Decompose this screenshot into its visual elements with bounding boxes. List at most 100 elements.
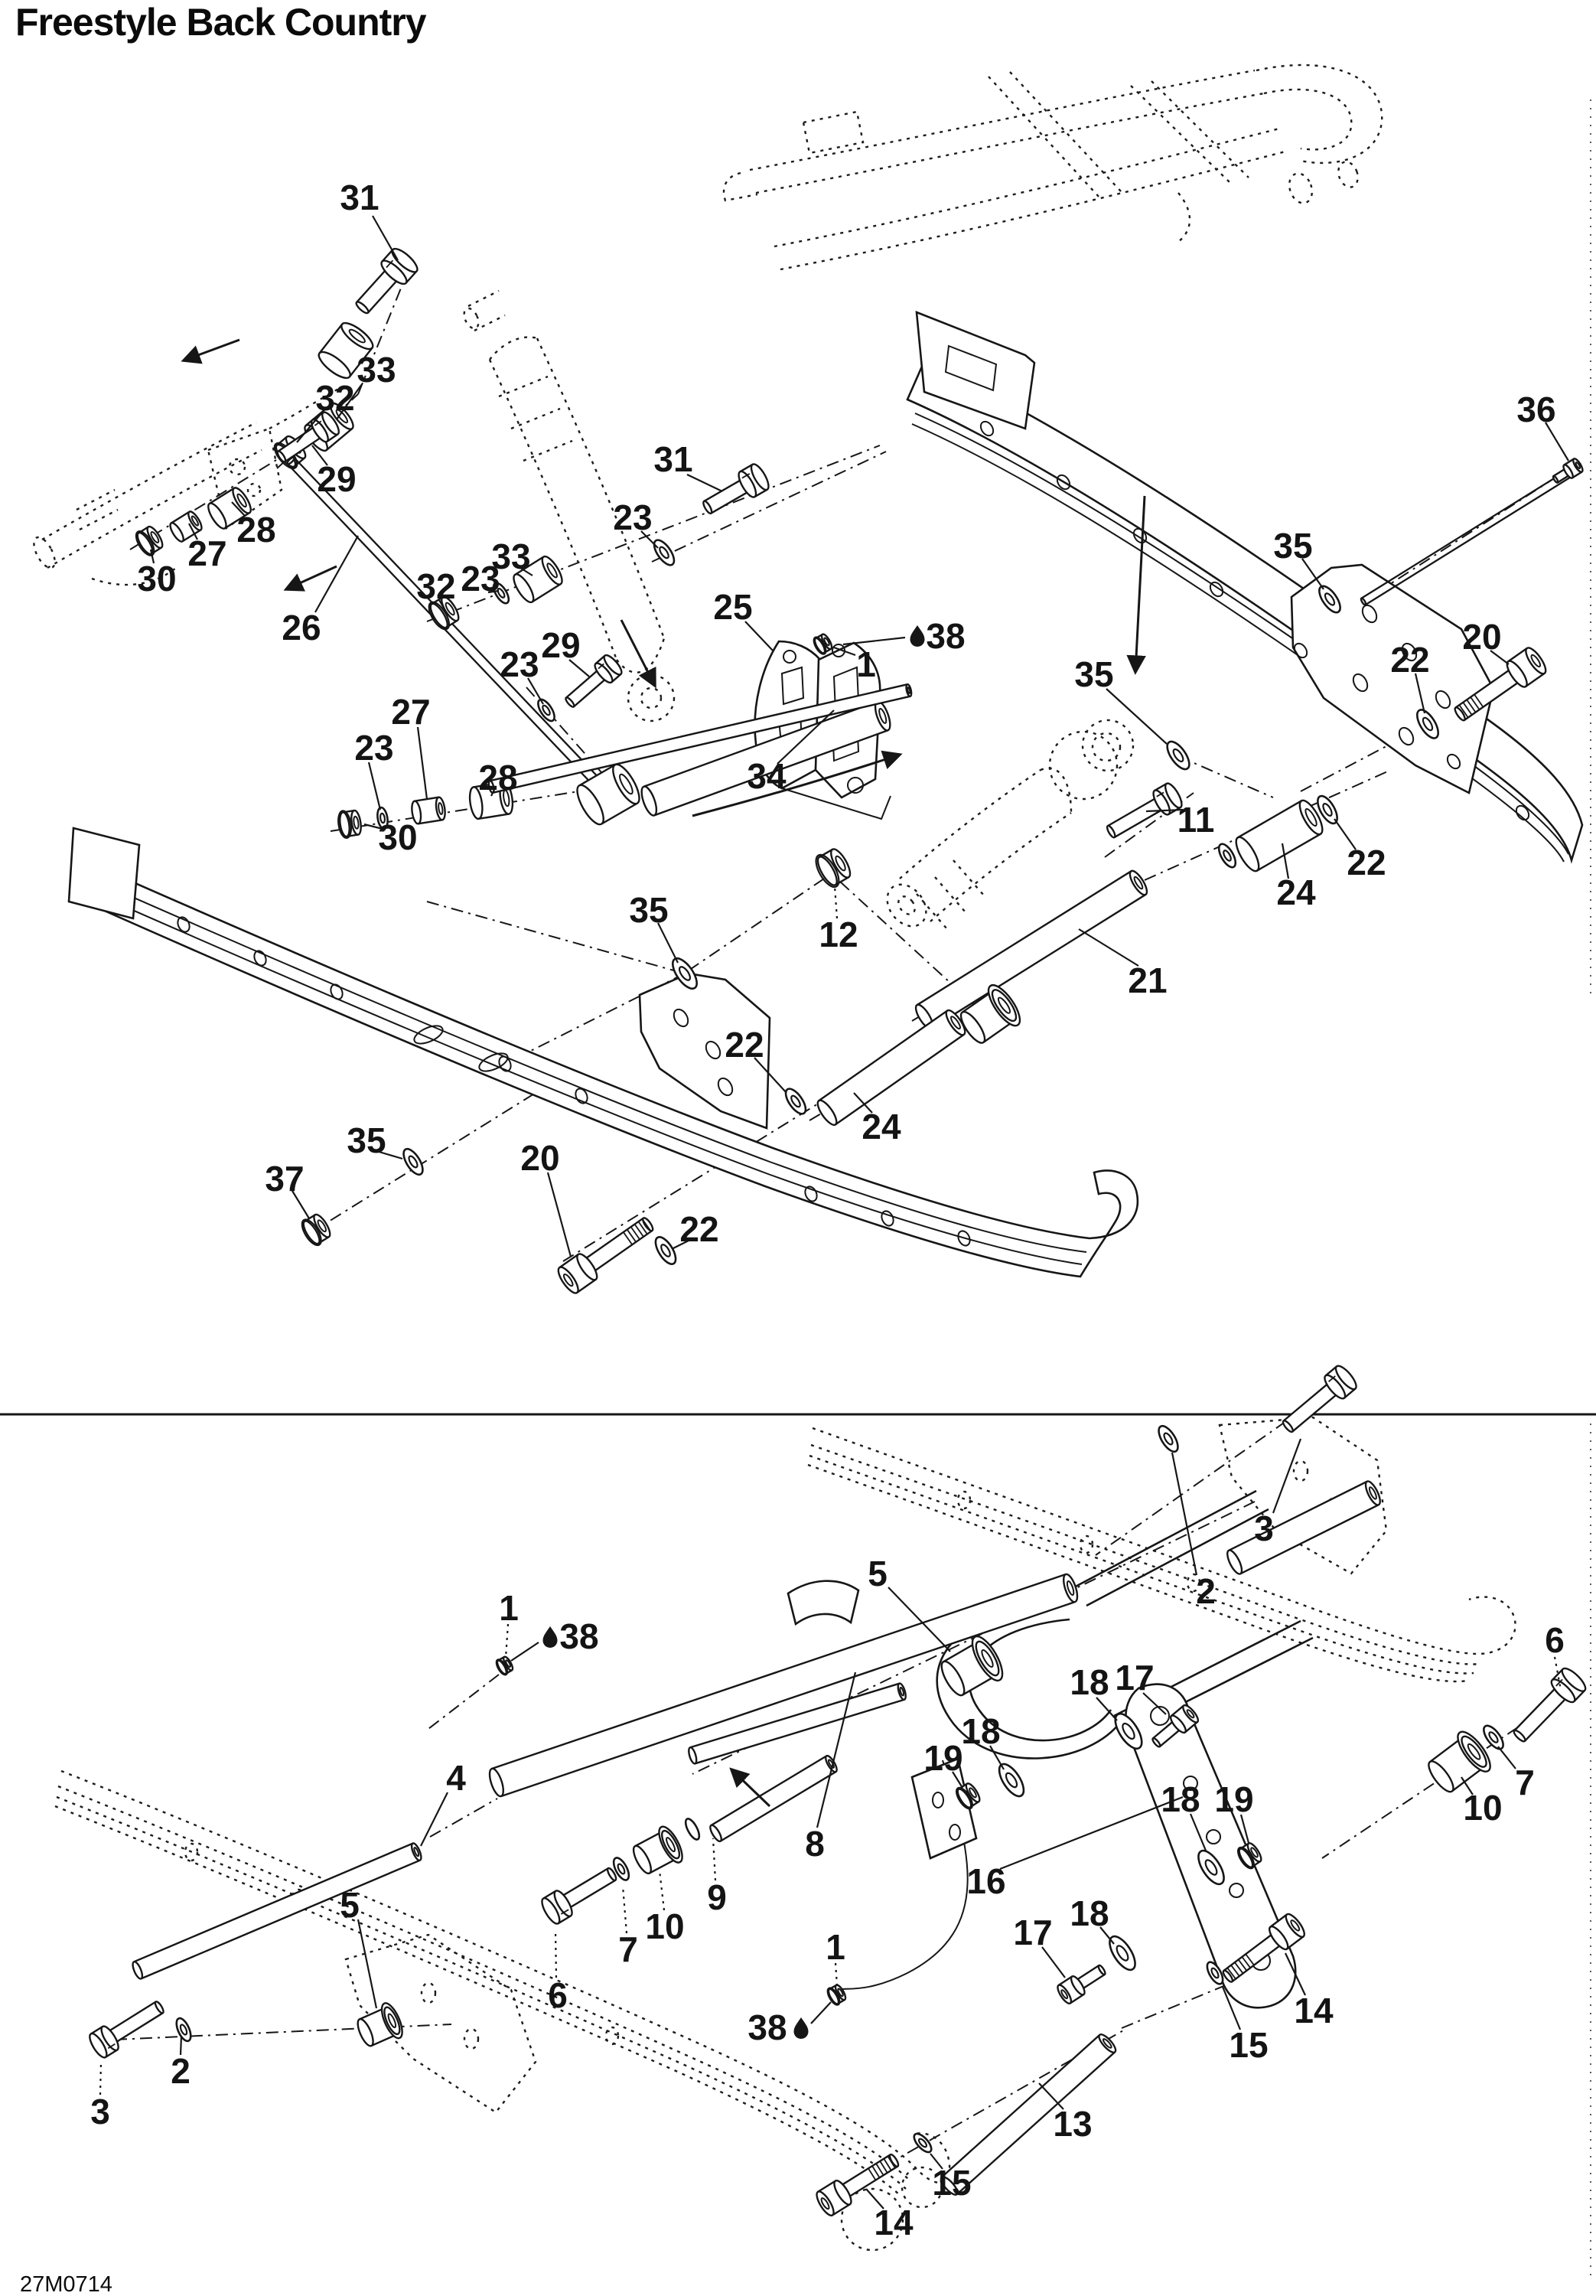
callout-label-20: 20 [520,1138,559,1178]
callout-leader-line [1281,843,1290,879]
callout-leader-line [99,2061,103,2095]
part-glyph-washer [1109,1935,1136,1971]
part-glyph-cap [816,2153,900,2217]
part-glyph-nut [813,633,833,655]
part-glyph-nut [301,1213,331,1247]
callout-label-17: 17 [1115,1658,1154,1698]
callout-label-27: 27 [187,533,226,573]
part-glyph-nut [826,1984,847,2006]
part-glyph-cap [1151,1704,1200,1748]
callout-label-16: 16 [966,1861,1005,1901]
part-glyph-cyl [487,683,913,794]
callout-label-35: 35 [1074,654,1113,694]
callout-label-3: 3 [1254,1508,1274,1548]
part-glyph-washer [1158,1424,1179,1453]
part-glyph-cyl [640,700,891,817]
assembly-axis [429,1798,498,1838]
part-glyph-nut [428,595,460,631]
callout-leader-line [1301,558,1324,590]
callout-leader-line [336,383,363,420]
direction-arrow [283,565,337,592]
callout-label-26: 26 [282,608,321,647]
callout-leader-line [1490,650,1510,665]
part-glyph-cyl [576,763,640,826]
callout-leader-line [888,1587,951,1652]
part-glyph-cap [1222,1913,1305,1983]
callout-leader-line [1096,1697,1118,1721]
callout-label-32: 32 [315,378,354,418]
callout-leader-line [865,2188,884,2210]
callout-leader-line [712,1838,717,1881]
callout-leader-line [658,1870,666,1911]
assembly-axis [651,451,887,563]
part-glyph-washer [1415,709,1440,739]
part-glyph-nut [495,1655,514,1676]
callout-leader-line [487,589,500,594]
part-glyph-cyl [816,1009,966,1127]
part-glyph-bolt [355,247,419,315]
callout-leader-line [420,1792,448,1847]
callout-label-8: 8 [805,1824,825,1864]
part-glyph-cyl [411,796,446,825]
part-glyph-washer [654,1236,677,1265]
assembly-axis [562,1092,836,1262]
callout-label-30: 30 [378,817,417,857]
part-glyph-washer [1197,1849,1225,1886]
callout-label-34: 34 [747,756,787,796]
direction-arrow [692,750,903,817]
callout-label-31: 31 [340,178,379,217]
part-glyph-cyl [1235,799,1324,872]
callout-leader-line [1545,422,1569,461]
callout-label-23: 23 [500,644,539,684]
left-rail [67,827,1139,1278]
callout-label-22: 22 [725,1025,764,1065]
callout-label-22: 22 [1347,843,1386,882]
direction-arrow [620,619,656,689]
callout-leader-line [952,1771,963,1789]
callout-label-6: 6 [1545,1620,1565,1660]
callout-label-29: 29 [317,459,356,499]
callout-leader-line [1106,688,1168,745]
callout-label-29: 29 [541,625,580,665]
part-glyph-bolt [702,463,770,515]
part-glyph-cyl [688,1682,907,1765]
callout-leader-line [1078,928,1139,967]
part-glyph-washer [175,2017,192,2043]
callout-label-33: 33 [491,536,530,576]
callout-label-30: 30 [137,559,176,598]
part-glyph-washer [653,539,676,566]
callout-label-5: 5 [868,1554,888,1593]
callout-leader-line [1285,1952,1306,1996]
direction-arrow [729,1767,771,1808]
callout-label-38: 38 [559,1616,598,1656]
right-rail [906,311,1584,864]
part-glyph-bolt [1513,1667,1587,1743]
callout-label-36: 36 [1516,390,1555,429]
part-glyph-washer [672,957,698,990]
part-glyph-washer [612,1857,630,1881]
callout-leader-line [744,621,774,651]
callout-leader-line [376,1150,403,1160]
front-shock-dotted [463,289,676,722]
part-glyph-cyl [513,555,563,604]
part-glyph-cyl [940,2033,1117,2196]
callout-label-15: 15 [932,2163,971,2203]
callout-label-18: 18 [961,1711,1000,1751]
callout-leader-line [504,1623,510,1658]
part-glyph-cyl [169,510,203,543]
callout-leader-line [833,646,856,657]
callout-leader-line [510,1642,539,1662]
part-glyph-cap [1057,1964,1106,2004]
callout-leader-line [930,2153,943,2170]
callout-label-25: 25 [713,587,752,627]
part-glyph-cyl [632,1825,683,1875]
tunnel-frame-dotted [722,64,1383,271]
callout-leader-line [554,1929,558,1978]
part-glyph-nut [135,525,164,556]
part-glyph-cyl [318,321,374,380]
callout-label-2: 2 [171,2051,191,2091]
part-glyph-nut [815,848,852,889]
callout-leader-line [1553,1656,1562,1691]
callout-leader-line [671,1239,691,1250]
callout-label-15: 15 [1229,2025,1268,2065]
